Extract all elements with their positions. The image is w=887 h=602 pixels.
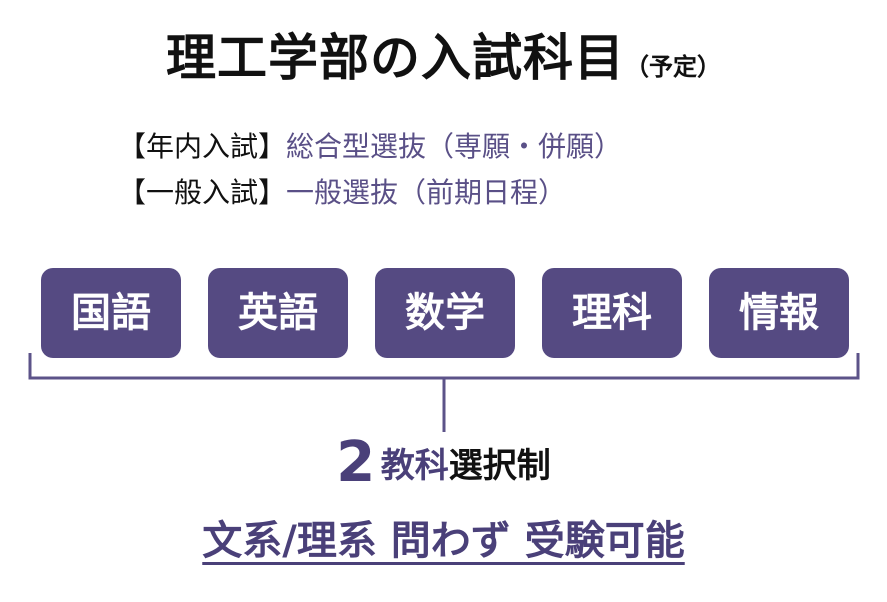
page-title: 理工学部の入試科目（予定） [0,18,887,90]
subject-box-english: 英語 [208,268,348,358]
choice-unit: 教科 [380,446,449,486]
exam-line-year-end: 【年内入試】総合型選抜（専願・併願） [118,124,818,170]
subject-box-math: 数学 [375,268,515,358]
exam-value: 総合型選抜（専願・併願） [286,130,623,163]
exam-label: 【一般入試】 [118,176,287,209]
eligibility-tagline: 文系/理系 問わず 受験可能 [0,508,887,566]
exam-label: 【年内入試】 [118,130,287,163]
subject-choice-rule: 2 教科選択制 [0,430,887,495]
choice-number: 2 [336,430,376,495]
exam-types: 【年内入試】総合型選抜（専願・併願） 【一般入試】一般選抜（前期日程） [118,124,818,216]
subject-box-science: 理科 [542,268,682,358]
exam-value: 一般選抜（前期日程） [286,176,567,209]
choice-system: 選択制 [448,446,551,486]
subject-box-information: 情報 [709,268,849,358]
subject-box-japanese: 国語 [41,268,181,358]
page-title-note: （予定） [625,52,721,81]
subject-list: 国語 英語 数学 理科 情報 [41,268,849,358]
page-title-main: 理工学部の入試科目 [166,28,625,87]
exam-line-general: 【一般入試】一般選抜（前期日程） [118,170,818,216]
eligibility-tagline-text: 文系/理系 問わず 受験可能 [202,518,685,564]
